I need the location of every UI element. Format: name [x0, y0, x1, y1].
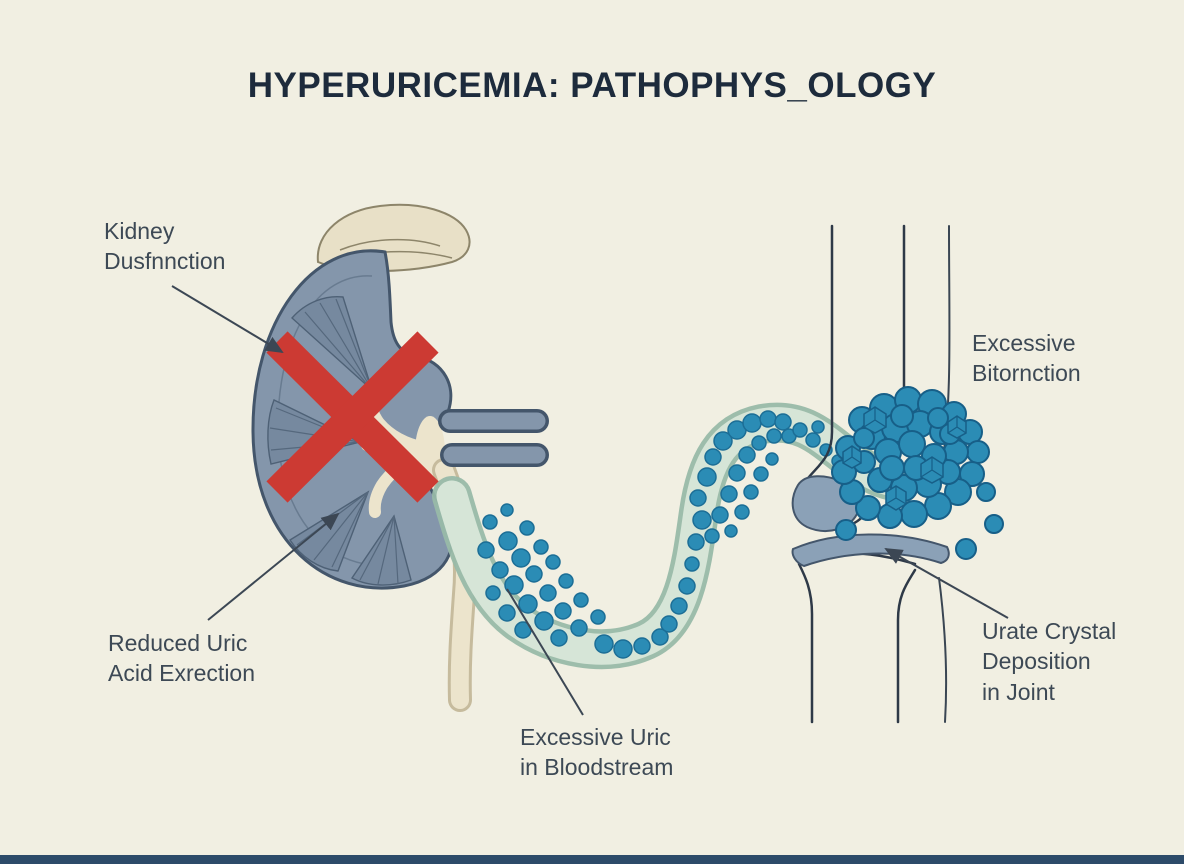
meniscus	[791, 533, 950, 568]
label-line: Kidney	[104, 218, 175, 244]
label-line: Urate Crystal	[982, 618, 1117, 644]
label-excessive-bitornction: Excessive Bitornction	[972, 328, 1081, 389]
label-line: in Joint	[982, 678, 1055, 705]
label-line: Excessive Uric	[520, 724, 671, 750]
label-line: Excessive	[972, 330, 1076, 356]
label-line: Deposition	[982, 648, 1091, 675]
crystal-cluster	[831, 386, 1004, 560]
arrow-reduced-excretion	[207, 512, 340, 621]
label-line: Dusfnnction	[104, 248, 226, 275]
arrow-kidney-dysfunction	[171, 285, 284, 354]
cube-crystals	[842, 406, 967, 511]
label-line: Reduced Uric	[108, 630, 248, 656]
red-cross-icon	[266, 331, 439, 503]
label-line: in Bloodstream	[520, 754, 674, 781]
footer-bar	[0, 855, 1184, 864]
label-reduced-excretion: Reduced Uric Acid Exrection	[108, 628, 255, 689]
label-line: Bitornction	[972, 360, 1081, 387]
arrow-excessive-uric	[506, 588, 584, 716]
annotation-arrows	[171, 285, 1009, 716]
renal-vessels	[438, 409, 549, 467]
label-line: Acid Exrection	[108, 660, 256, 687]
arrow-urate-deposition	[884, 548, 1009, 619]
label-urate-crystal-deposition: Urate Crystal Deposition in Joint	[982, 616, 1116, 707]
label-excessive-uric-bloodstream: Excessive Uric in Bloodstream	[520, 722, 673, 783]
diagram-title: HYPERURICEMIA: PATHOPHYS_OLOGY	[247, 66, 937, 105]
label-kidney-dysfunction: Kidney Dusfnnction	[104, 216, 225, 277]
uric-acid-dots	[477, 410, 845, 659]
